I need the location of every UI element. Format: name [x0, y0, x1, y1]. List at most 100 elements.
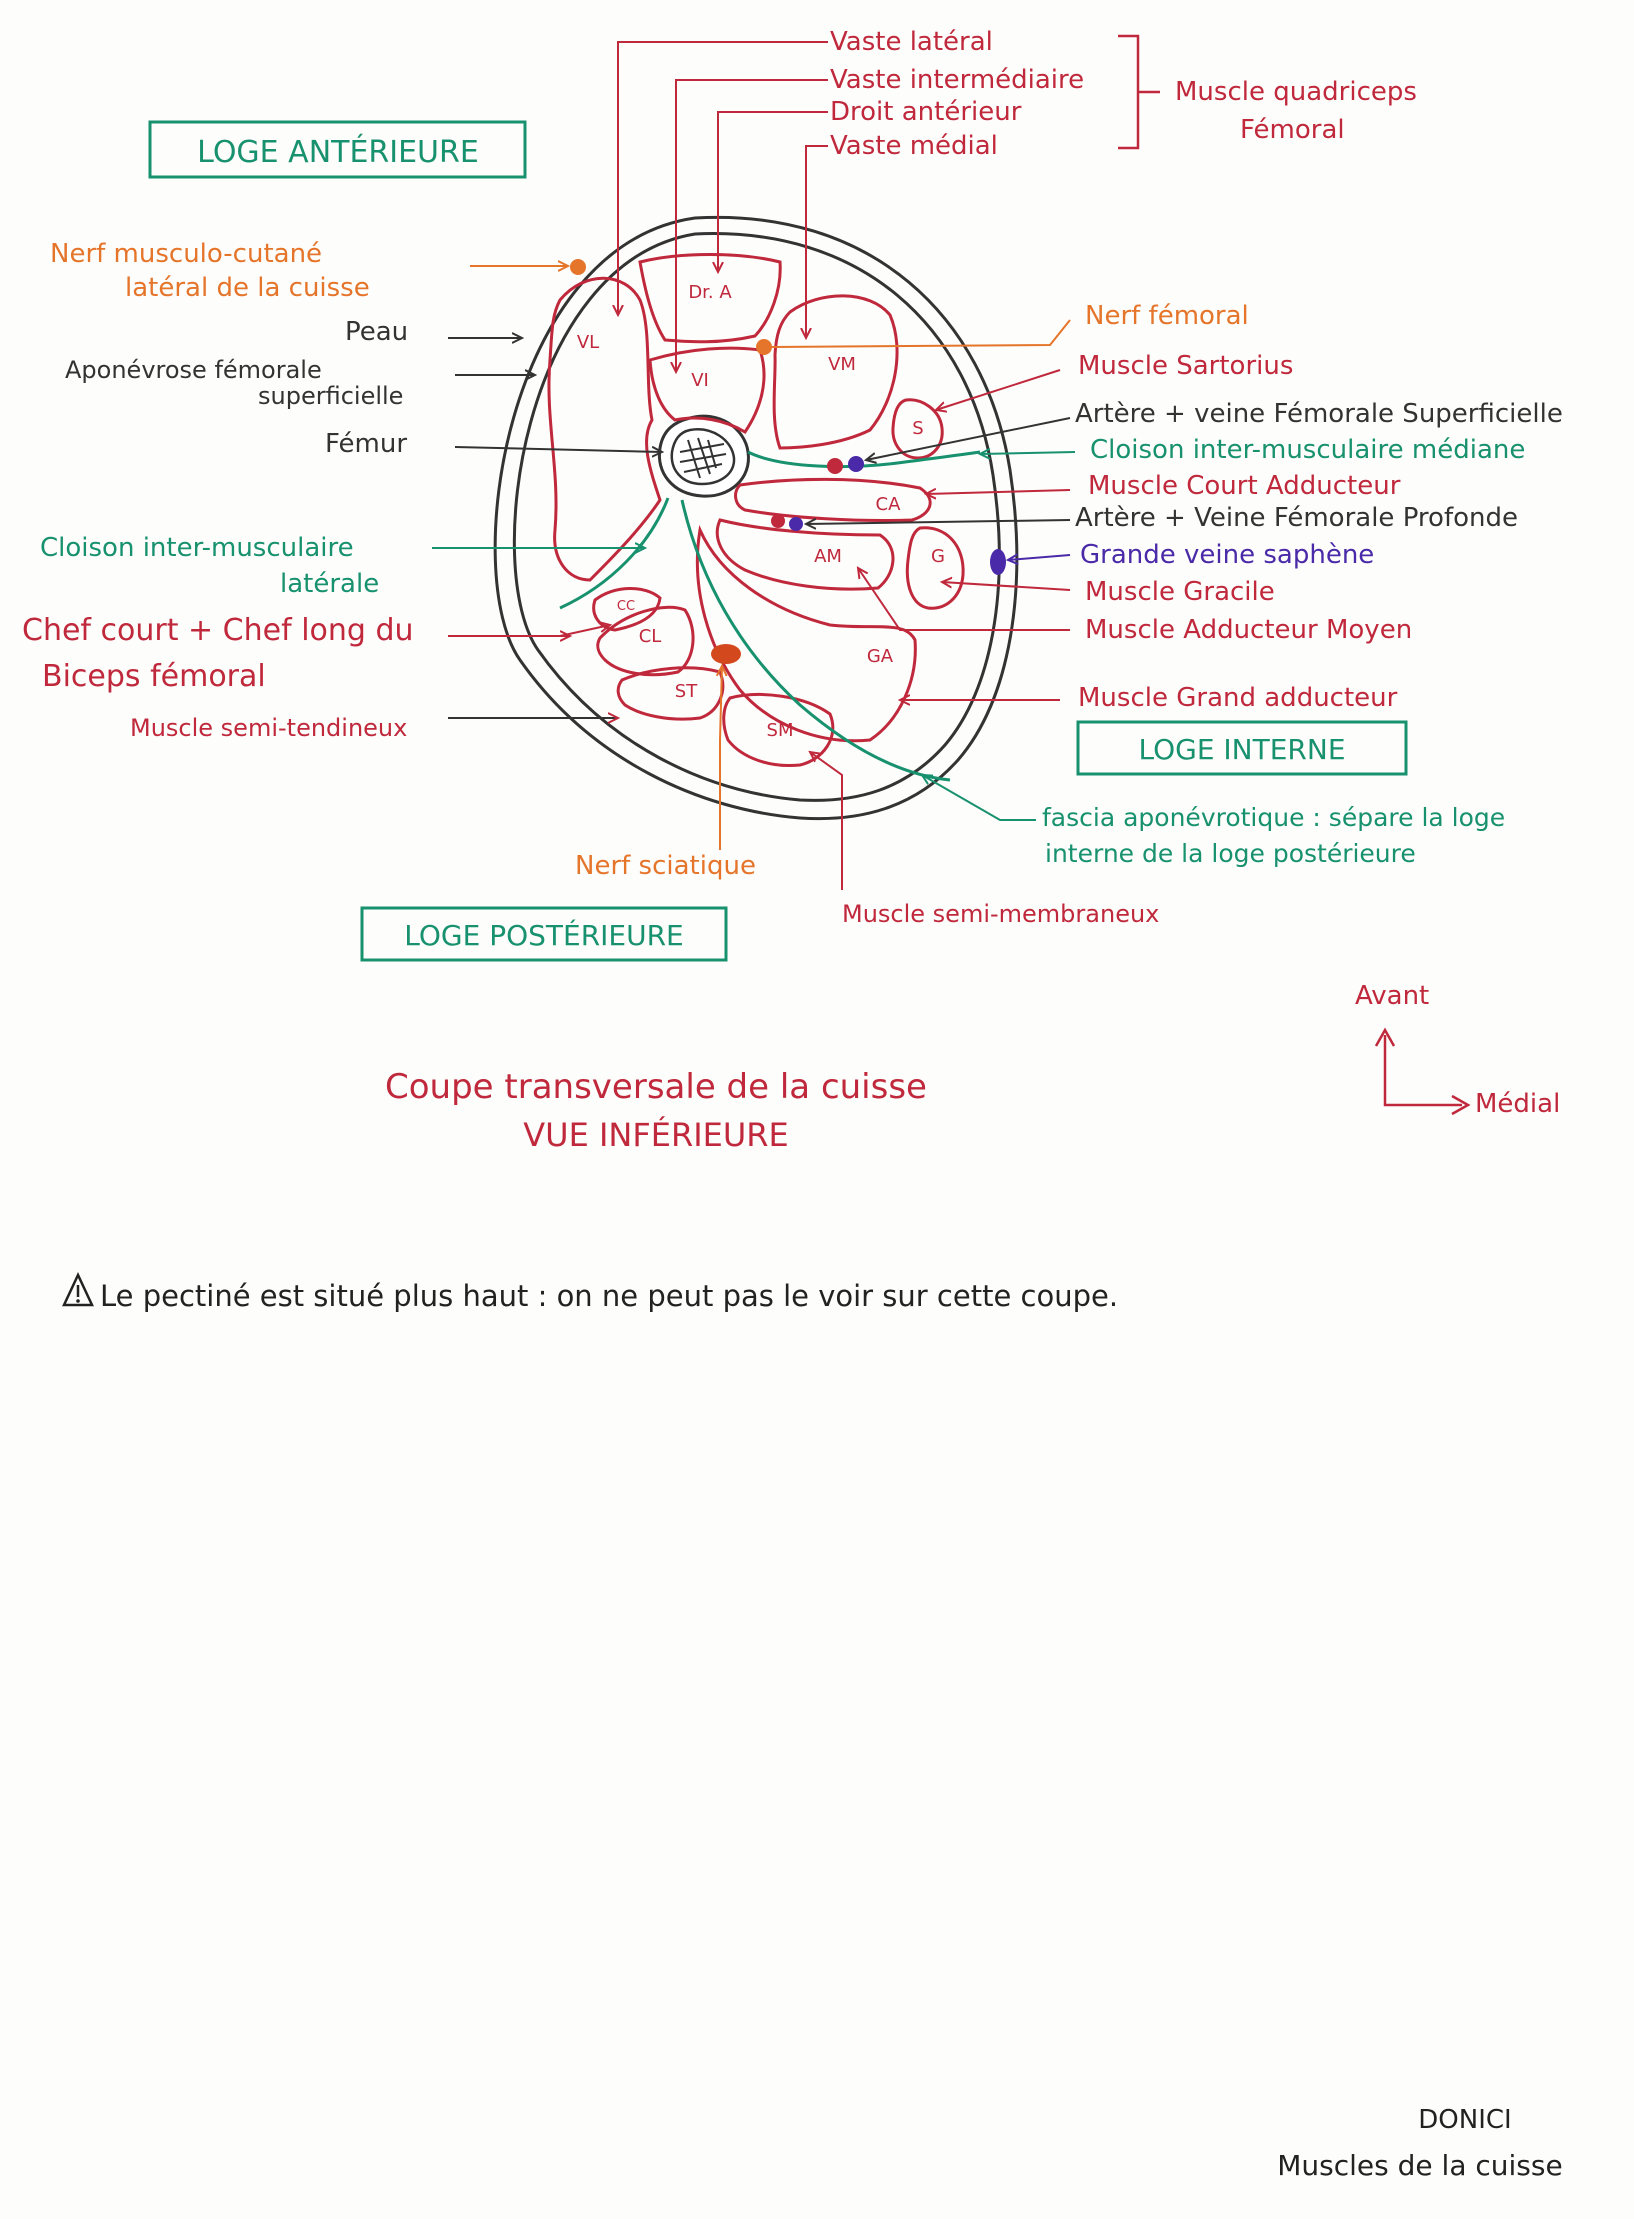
box-loge-interne: LOGE INTERNE [1076, 720, 1408, 776]
code-g: G [931, 546, 945, 567]
leader-vaste-lateral [618, 41, 828, 315]
muscle-gracile [905, 526, 965, 610]
leader-droit-anterieur [718, 111, 828, 272]
code-am: AM [814, 546, 842, 567]
label-loge-interne: LOGE INTERNE [1138, 733, 1345, 766]
label-adducteur-moyen: Muscle Adducteur Moyen [1085, 615, 1412, 645]
quadriceps-brace [1118, 34, 1160, 150]
femur-bone [657, 414, 750, 498]
code-s: S [912, 418, 923, 439]
orientation-indicator: Avant Médial [1355, 981, 1560, 1119]
artere-femorale-profonde-dot [771, 514, 785, 528]
artere-femorale-superficielle-dot [827, 458, 843, 474]
leader-sartorius [936, 369, 1061, 410]
warning-triangle-icon [62, 1272, 94, 1307]
septum-median [747, 450, 981, 469]
nerf-musculo-cutane-dot [570, 259, 586, 275]
label-vaste-intermediaire: Vaste intermédiaire [830, 65, 1084, 95]
label-peau: Peau [345, 317, 408, 347]
muscle-droit-anterieur [638, 253, 782, 344]
code-ca: CA [876, 494, 902, 515]
code-vl: VL [577, 332, 599, 353]
code-vm: VM [828, 354, 856, 375]
veine-femorale-profonde-dot [789, 517, 803, 531]
thigh-section: VL Dr. A VI VM S CA AM G GA CC CL ST SM [493, 215, 1019, 821]
label-cloison-laterale-1: Cloison inter-musculaire [40, 533, 354, 563]
label-semi-membraneux: Muscle semi-membraneux [842, 900, 1159, 928]
diagram-title: Coupe transversale de la cuisse [385, 1067, 927, 1107]
label-loge-posterieure: LOGE POSTÉRIEURE [404, 918, 683, 952]
superficial-fascia-outline [512, 232, 1001, 802]
leader-nerf-femoral [771, 319, 1071, 348]
code-vi: VI [691, 370, 709, 391]
label-artere-prof: Artère + Veine Fémorale Profonde [1075, 503, 1518, 533]
diagram-subtitle: VUE INFÉRIEURE [523, 1116, 788, 1154]
muscle-sartorius [891, 398, 944, 460]
skin-outline [493, 215, 1019, 821]
label-avant: Avant [1355, 981, 1429, 1011]
note: Le pectiné est situé plus haut : on ne p… [62, 1272, 1118, 1313]
muscle-semi-tendineux [616, 666, 725, 721]
muscle-adducteur-moyen [715, 518, 895, 591]
box-loge-anterieure: LOGE ANTÉRIEURE [148, 120, 527, 179]
label-quadriceps-1: Muscle quadriceps [1175, 77, 1417, 107]
leader-saphene [1008, 555, 1071, 560]
leader-semi-membraneux [810, 752, 843, 890]
leader-biceps-2 [559, 625, 610, 637]
nerf-sciatique-dot [711, 644, 741, 664]
label-grand-adducteur: Muscle Grand adducteur [1078, 683, 1398, 713]
footer-subject: Muscles de la cuisse [1277, 2149, 1562, 2182]
label-saphene: Grande veine saphène [1080, 540, 1374, 570]
code-sm: SM [767, 720, 794, 741]
code-dra: Dr. A [688, 282, 732, 303]
label-court-adducteur: Muscle Court Adducteur [1088, 471, 1401, 501]
label-fascia-2: interne de la loge postérieure [1045, 839, 1416, 868]
grande-veine-saphene-dot [990, 549, 1006, 575]
label-nerf-sciatique: Nerf sciatique [575, 851, 756, 881]
label-vaste-lateral: Vaste latéral [830, 27, 993, 57]
muscle-vaste-intermediaire [648, 346, 766, 435]
leader-vaste-intermediaire [676, 79, 828, 372]
label-sartorius: Muscle Sartorius [1078, 351, 1293, 381]
label-biceps-2: Biceps fémoral [42, 659, 266, 694]
label-vaste-medial: Vaste médial [830, 131, 998, 161]
leader-femur [454, 447, 662, 452]
label-cloison-mediane: Cloison inter-musculaire médiane [1090, 435, 1525, 465]
muscle-vaste-medial [772, 294, 899, 450]
label-aponevrose-2: superficielle [258, 382, 403, 410]
leader-cloison-mediane [980, 452, 1076, 454]
leader-court-adducteur [926, 490, 1071, 494]
label-nerf-femoral: Nerf fémoral [1085, 301, 1249, 331]
label-medial: Médial [1475, 1089, 1560, 1119]
leader-artere-sup [866, 417, 1071, 460]
label-fascia-1: fascia aponévrotique : sépare la loge [1042, 803, 1505, 832]
label-loge-anterieure: LOGE ANTÉRIEURE [197, 134, 479, 170]
label-gracile: Muscle Gracile [1085, 577, 1275, 607]
veine-femorale-superficielle-dot [848, 456, 864, 472]
fascia-aponevrotique [680, 499, 951, 782]
muscle-court-adducteur [734, 477, 932, 523]
muscle-chef-long [596, 605, 695, 677]
code-cl: CL [639, 626, 662, 647]
footer-author: DONICI [1418, 2105, 1511, 2135]
code-st: ST [675, 681, 698, 702]
label-biceps-1: Chef court + Chef long du [22, 613, 414, 648]
label-nerf-musculo-1: Nerf musculo-cutané [50, 239, 322, 269]
leader-artere-prof [806, 520, 1071, 524]
leader-vaste-medial [806, 145, 828, 338]
septum-lateral [559, 497, 670, 610]
label-femur: Fémur [325, 429, 407, 459]
muscle-chef-court [592, 587, 662, 632]
code-ga: GA [867, 646, 894, 667]
nerf-femoral-dot [756, 339, 772, 355]
label-aponevrose-1: Aponévrose fémorale [65, 356, 322, 384]
label-semi-tendineux: Muscle semi-tendineux [130, 714, 407, 742]
code-cc: CC [617, 599, 635, 614]
leader-fascia [922, 775, 1036, 821]
label-artere-sup: Artère + veine Fémorale Superficielle [1075, 399, 1563, 429]
label-droit-anterieur: Droit antérieur [830, 97, 1022, 127]
label-cloison-laterale-2: latérale [280, 569, 379, 599]
leader-adducteur-moyen [858, 568, 1070, 631]
